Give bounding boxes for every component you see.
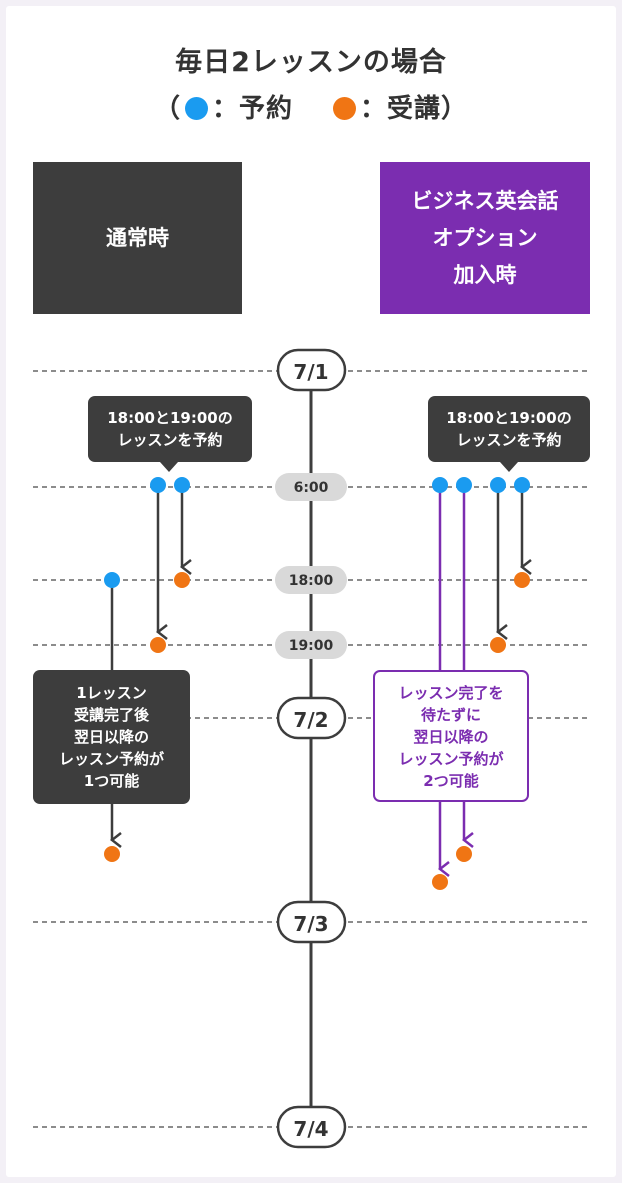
left-booking-note-line2: レッスンを予約	[117, 431, 223, 449]
date-label-7-3: 7/3	[293, 912, 328, 936]
date-pill-7-2: 7/2	[276, 696, 347, 740]
normal-header: 通常時	[33, 162, 242, 314]
time-pill-19-00: 19:00	[275, 631, 347, 659]
left-rule-line1: 1レッスン	[76, 684, 147, 702]
date-label-7-1: 7/1	[293, 360, 328, 384]
attend-dot-icon	[432, 874, 448, 890]
time-pill-18-00: 18:00	[275, 566, 347, 594]
reserve-dot-icon	[514, 477, 530, 493]
left-rule-line2: 受講完了後	[73, 706, 149, 724]
legend-open-paren: （	[153, 94, 181, 124]
reserve-dot-icon	[456, 477, 472, 493]
right-booking-note-line1: 18:00と19:00の	[446, 409, 572, 427]
reserve-dot-icon	[174, 477, 190, 493]
attend-dot-icon	[104, 846, 120, 862]
date-pill-7-3: 7/3	[276, 900, 347, 944]
time-label-18-00: 18:00	[289, 573, 334, 589]
legend-attend-label: ：受講	[360, 94, 442, 124]
time-label-6-00: 6:00	[294, 480, 329, 496]
attend-dot-icon	[490, 637, 506, 653]
right-rule-line1: レッスン完了を	[398, 684, 504, 702]
option-header-line1: ビジネス英会話	[411, 188, 559, 213]
reserve-dot-icon	[184, 97, 208, 120]
option-header-line3: 加入時	[453, 262, 517, 287]
legend: （ ：予約 ：受講）	[0, 88, 622, 125]
attend-dot-icon	[150, 637, 166, 653]
date-pill-7-4: 7/4	[276, 1105, 347, 1149]
date-label-7-2: 7/2	[293, 708, 328, 732]
attend-dot-icon	[333, 97, 356, 120]
left-rule-line3: 翌日以降の	[73, 728, 149, 746]
right-rule-line5: 2つ可能	[423, 772, 479, 790]
reserve-dot-icon	[490, 477, 506, 493]
reserve-dot-icon	[432, 477, 448, 493]
right-rule-line3: 翌日以降の	[413, 728, 489, 746]
date-label-7-4: 7/4	[293, 1117, 328, 1141]
right-rule-note: レッスン完了を 待たずに 翌日以降の レッスン予約が 2つ可能	[373, 670, 529, 802]
option-header-line2: オプション	[432, 225, 538, 250]
reserve-dot-icon	[150, 477, 166, 493]
right-booking-note-line2: レッスンを予約	[456, 431, 562, 449]
right-rule-line4: レッスン予約が	[398, 750, 504, 768]
left-rule-line4: レッスン予約が	[58, 750, 164, 768]
left-rule-line5: 1つ可能	[83, 772, 140, 790]
option-header: ビジネス英会話 オプション 加入時	[380, 162, 590, 314]
right-rule-line2: 待たずに	[420, 706, 481, 724]
right-booking-note: 18:00と19:00の レッスンを予約	[428, 396, 590, 472]
attend-dot-icon	[456, 846, 472, 862]
legend-close-paren: ）	[441, 94, 469, 124]
attend-dot-icon	[174, 572, 190, 588]
time-label-19-00: 19:00	[289, 638, 334, 654]
attend-dot-icon	[514, 572, 530, 588]
time-pill-6-00: 6:00	[275, 473, 347, 501]
left-rule-note: 1レッスン 受講完了後 翌日以降の レッスン予約が 1つ可能	[33, 670, 190, 804]
date-pill-7-1: 7/1	[276, 348, 347, 392]
attend-dots	[104, 572, 530, 890]
reserve-dots	[104, 477, 530, 588]
note-tail	[160, 462, 178, 472]
left-booking-note: 18:00と19:00の レッスンを予約	[88, 396, 252, 472]
diagram-title: 毎日2レッスンの場合	[175, 47, 447, 78]
legend-reserve-label: ：予約	[211, 94, 293, 124]
reserve-dot-icon	[104, 572, 120, 588]
note-tail	[500, 462, 518, 472]
left-booking-note-line1: 18:00と19:00の	[107, 409, 233, 427]
normal-header-label: 通常時	[106, 225, 169, 250]
